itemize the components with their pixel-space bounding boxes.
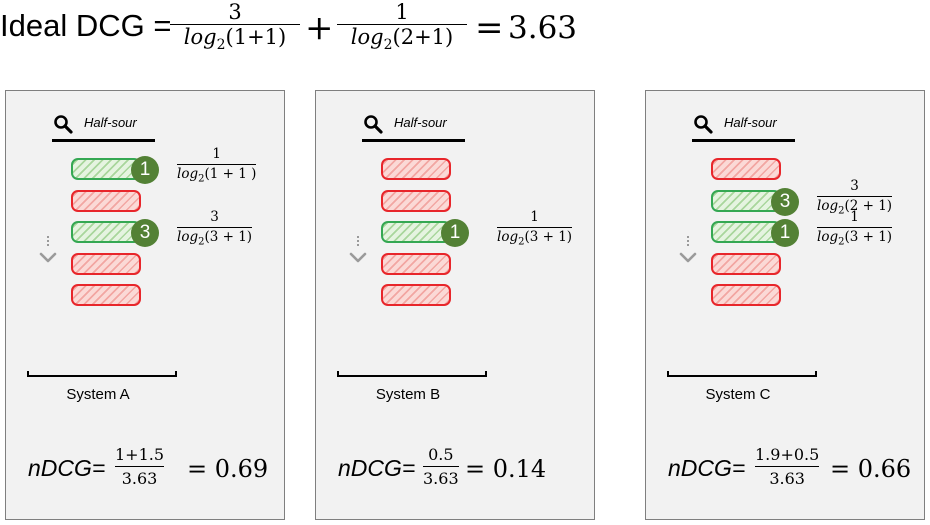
fraction-bar <box>817 195 893 197</box>
search-bar-underline <box>692 139 795 142</box>
ndcg-value: = 0.69 <box>187 455 269 483</box>
fraction-bar <box>817 227 893 228</box>
results-bracket <box>667 371 817 377</box>
search-query-text: Half-sour <box>84 115 137 130</box>
system-panel <box>315 90 595 520</box>
nonrelevant-document <box>711 284 781 306</box>
log-text: log <box>497 229 519 245</box>
system-label: System A <box>66 386 130 403</box>
fraction-bar <box>115 466 165 467</box>
nonrelevant-document <box>381 189 451 212</box>
nonrelevant-document <box>381 252 451 275</box>
log-base: 2 <box>838 205 845 217</box>
search-icon <box>53 114 75 141</box>
ndcg-numerator: 1+1.5 <box>115 445 165 464</box>
scroll-down-icon <box>348 236 368 273</box>
discounted-gain-fraction: 1 log2(3 + 1) <box>497 209 573 248</box>
fraction-bar <box>423 466 459 467</box>
ndcg-numerator: 1.9+0.5 <box>755 445 820 464</box>
gain-denominator: log2(1 + 1 ) <box>177 166 256 185</box>
gain-denominator: log2(3 + 1) <box>497 229 572 248</box>
discounted-gain-fraction: 3 log2(2 + 1) <box>817 177 893 217</box>
gain-denominator: log2(3 + 1) <box>817 229 892 248</box>
system-label: System C <box>705 386 771 403</box>
ndcg-fraction: 0.5 3.63 <box>423 445 459 488</box>
discounted-gain-fraction: 1 log2(3 + 1) <box>817 209 893 248</box>
relevant-document <box>711 221 781 243</box>
log-base: 2 <box>198 236 205 248</box>
ndcg-value: = 0.14 <box>465 455 547 483</box>
nonrelevant-document <box>71 252 141 275</box>
relevant-document <box>381 221 451 243</box>
search-icon <box>363 114 385 141</box>
ndcg-denominator: 3.63 <box>769 469 805 488</box>
log-text: log <box>817 197 839 214</box>
nonrelevant-document <box>711 252 781 275</box>
gain-denominator: log2(2 + 1) <box>817 198 892 217</box>
ndcg-label: nDCG= <box>668 455 746 481</box>
nonrelevant-document <box>381 284 451 306</box>
ideal-dcg-result: 3.63 <box>508 10 578 46</box>
ideal-dcg-label: Ideal DCG = <box>0 8 172 43</box>
log-text: log <box>177 166 199 182</box>
relevance-grade-badge: 3 <box>771 187 799 216</box>
ndcg-fraction: 1+1.5 3.63 <box>115 445 165 488</box>
ndcg-denominator: 3.63 <box>423 469 459 488</box>
gain-denominator: log2(3 + 1) <box>177 229 252 248</box>
fraction-bar <box>755 466 820 467</box>
search-query-text: Half-sour <box>394 115 447 130</box>
log-argument: (3 + 1) <box>524 229 573 245</box>
nonrelevant-document <box>71 189 141 212</box>
log-base: 2 <box>518 236 525 248</box>
nonrelevant-document <box>711 158 781 180</box>
ndcg-denominator: 3.63 <box>121 469 158 488</box>
ndcg-value: = 0.66 <box>830 455 912 483</box>
relevant-document <box>71 158 141 180</box>
system-label: System B <box>375 386 441 403</box>
fraction-bar <box>177 227 253 228</box>
relevance-grade-badge: 3 <box>131 219 159 247</box>
nonrelevant-document <box>381 158 451 180</box>
log-argument: (2 + 1) <box>844 197 893 214</box>
log-text: log <box>177 229 199 245</box>
ideal-term-2: 1 log2(2+1) <box>337 0 467 53</box>
gain-numerator: 1 <box>850 209 859 225</box>
search-query-text: Half-sour <box>724 115 777 130</box>
log-base: 2 <box>838 236 845 248</box>
results-bracket <box>27 371 177 377</box>
ndcg-label: nDCG= <box>28 455 106 481</box>
system-panel <box>645 90 925 520</box>
ndcg-fraction: 1.9+0.5 3.63 <box>755 445 820 488</box>
ndcg-label: nDCG= <box>338 455 416 481</box>
search-bar-underline <box>362 139 465 142</box>
discounted-gain-fraction: 3 log2(3 + 1) <box>177 209 253 248</box>
search-icon <box>693 114 715 141</box>
nonrelevant-document <box>71 284 141 306</box>
discounted-gain-fraction: 1 log2(1 + 1 ) <box>177 146 257 185</box>
gain-numerator: 1 <box>530 209 539 225</box>
log-text: log <box>817 229 839 245</box>
results-bracket <box>337 371 487 377</box>
scroll-down-icon <box>38 236 58 273</box>
fraction-bar <box>497 227 573 228</box>
relevance-grade-badge: 1 <box>771 219 799 247</box>
relevance-grade-badge: 1 <box>131 156 159 184</box>
ideal-term-2-num: 1 <box>395 0 409 24</box>
equals-sign: = <box>475 8 504 48</box>
log-base: 2 <box>198 173 205 185</box>
log-argument: (3 + 1) <box>844 229 893 245</box>
fraction-bar <box>177 164 257 165</box>
log-argument: (3 + 1) <box>204 229 253 245</box>
ideal-term-1: 3 log2(1+1) <box>170 0 300 53</box>
search-bar-underline <box>52 139 155 142</box>
gain-numerator: 3 <box>210 209 219 225</box>
log-argument: (1 + 1 ) <box>204 166 257 182</box>
ndcg-numerator: 0.5 <box>428 445 454 464</box>
gain-numerator: 1 <box>212 146 221 162</box>
gain-numerator: 3 <box>850 177 859 194</box>
plus-sign: + <box>305 8 334 48</box>
ideal-term-1-num: 3 <box>228 0 242 24</box>
scroll-down-icon <box>678 236 698 273</box>
relevance-grade-badge: 1 <box>441 219 469 247</box>
